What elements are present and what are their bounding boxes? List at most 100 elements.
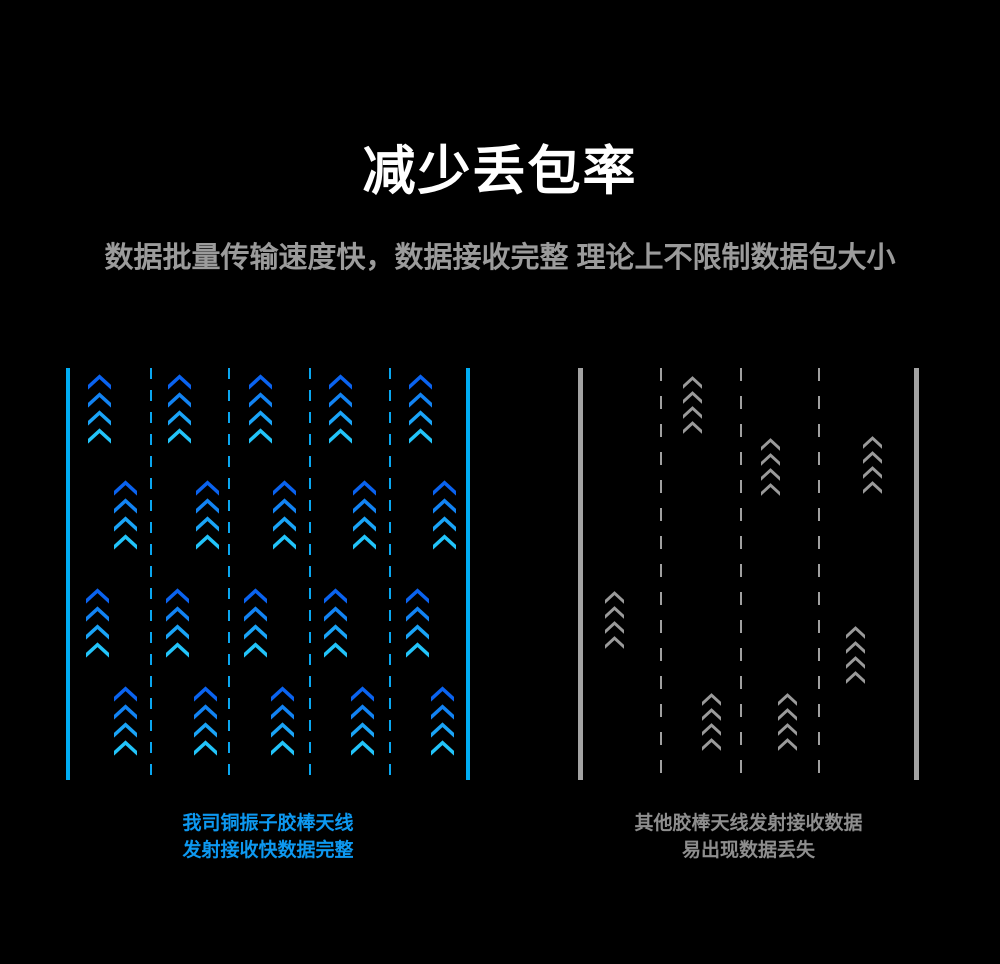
chevron-up-icon	[114, 686, 137, 702]
chevron-up-icon	[761, 453, 780, 466]
packet-chevron-pack	[863, 436, 882, 494]
chevron-up-icon	[761, 483, 780, 496]
chevron-up-icon	[271, 704, 294, 720]
chevron-up-icon	[353, 498, 376, 514]
chevron-up-icon	[433, 516, 456, 532]
packet-chevron-pack	[329, 374, 352, 444]
chevron-up-icon	[249, 374, 272, 390]
chevron-up-icon	[409, 374, 432, 390]
chevron-up-icon	[271, 722, 294, 738]
packet-chevron-pack	[86, 588, 109, 658]
chevron-up-icon	[406, 624, 429, 640]
chevron-up-icon	[273, 480, 296, 496]
page-title: 减少丢包率	[362, 142, 638, 201]
packet-chevron-pack	[778, 693, 797, 751]
lane-divider-1	[150, 368, 152, 780]
packet-chevron-pack	[761, 438, 780, 496]
chevron-up-icon	[846, 656, 865, 669]
chevron-up-icon	[329, 410, 352, 426]
chevron-up-icon	[778, 708, 797, 721]
chevron-up-icon	[605, 606, 624, 619]
chevron-up-icon	[761, 468, 780, 481]
chevron-up-icon	[433, 498, 456, 514]
chevron-up-icon	[353, 534, 376, 550]
good-caption: 我司铜振子胶棒天线 发射接收快数据完整	[66, 810, 470, 864]
packet-chevron-pack	[244, 588, 267, 658]
chevron-up-icon	[244, 624, 267, 640]
chevron-up-icon	[273, 534, 296, 550]
packet-chevron-pack	[353, 480, 376, 550]
chevron-up-icon	[88, 392, 111, 408]
chevron-up-icon	[329, 392, 352, 408]
packet-chevron-pack	[271, 686, 294, 756]
road-edge-right-icon	[466, 368, 470, 780]
chevron-up-icon	[605, 621, 624, 634]
chevron-up-icon	[433, 534, 456, 550]
chevron-up-icon	[88, 428, 111, 444]
chevron-up-icon	[86, 624, 109, 640]
chevron-up-icon	[846, 641, 865, 654]
road-edge-right-icon	[914, 368, 919, 780]
chevron-up-icon	[605, 636, 624, 649]
chevron-up-icon	[761, 438, 780, 451]
chevron-up-icon	[846, 671, 865, 684]
packet-chevron-pack	[406, 588, 429, 658]
packet-chevron-pack	[194, 686, 217, 756]
chevron-up-icon	[271, 740, 294, 756]
chevron-up-icon	[863, 451, 882, 464]
chevron-up-icon	[166, 606, 189, 622]
chevron-up-icon	[353, 516, 376, 532]
chevron-up-icon	[194, 722, 217, 738]
chevron-up-icon	[683, 406, 702, 419]
chevron-up-icon	[702, 738, 721, 751]
chevron-up-icon	[196, 480, 219, 496]
bad-caption-line1: 其他胶棒天线发射接收数据	[634, 813, 863, 834]
chevron-up-icon	[196, 516, 219, 532]
chevron-up-icon	[166, 624, 189, 640]
chevron-up-icon	[409, 410, 432, 426]
chevron-up-icon	[244, 642, 267, 658]
chevron-up-icon	[433, 480, 456, 496]
road-edge-left-icon	[578, 368, 583, 780]
chevron-up-icon	[683, 391, 702, 404]
chevron-up-icon	[406, 588, 429, 604]
packet-chevron-pack	[605, 591, 624, 649]
chevron-up-icon	[324, 588, 347, 604]
packet-chevron-pack	[168, 374, 191, 444]
chevron-up-icon	[778, 738, 797, 751]
chevron-up-icon	[249, 410, 272, 426]
packet-chevron-pack	[249, 374, 272, 444]
packet-chevron-pack	[196, 480, 219, 550]
chevron-up-icon	[351, 740, 374, 756]
chevron-up-icon	[324, 624, 347, 640]
chevron-up-icon	[683, 421, 702, 434]
chevron-up-icon	[114, 498, 137, 514]
chevron-up-icon	[351, 686, 374, 702]
chevron-up-icon	[702, 693, 721, 706]
chevron-up-icon	[846, 626, 865, 639]
lane-divider-2	[740, 368, 742, 780]
chevron-up-icon	[249, 428, 272, 444]
chevron-up-icon	[431, 704, 454, 720]
chevron-up-icon	[114, 480, 137, 496]
chevron-up-icon	[409, 428, 432, 444]
chevron-up-icon	[168, 410, 191, 426]
chevron-up-icon	[166, 588, 189, 604]
chevron-up-icon	[271, 686, 294, 702]
packet-chevron-pack	[846, 626, 865, 684]
chevron-up-icon	[351, 704, 374, 720]
packet-chevron-pack	[273, 480, 296, 550]
chevron-up-icon	[324, 642, 347, 658]
chevron-up-icon	[324, 606, 347, 622]
chevron-up-icon	[683, 376, 702, 389]
chevron-up-icon	[196, 498, 219, 514]
chevron-up-icon	[778, 693, 797, 706]
chevron-up-icon	[244, 588, 267, 604]
chevron-up-icon	[168, 428, 191, 444]
lane-divider-1	[660, 368, 662, 780]
packet-chevron-pack	[683, 376, 702, 434]
chevron-up-icon	[114, 516, 137, 532]
bad-caption: 其他胶棒天线发射接收数据 易出现数据丢失	[578, 810, 919, 864]
lane-divider-3	[818, 368, 820, 780]
bad-road-diagram	[578, 368, 919, 780]
